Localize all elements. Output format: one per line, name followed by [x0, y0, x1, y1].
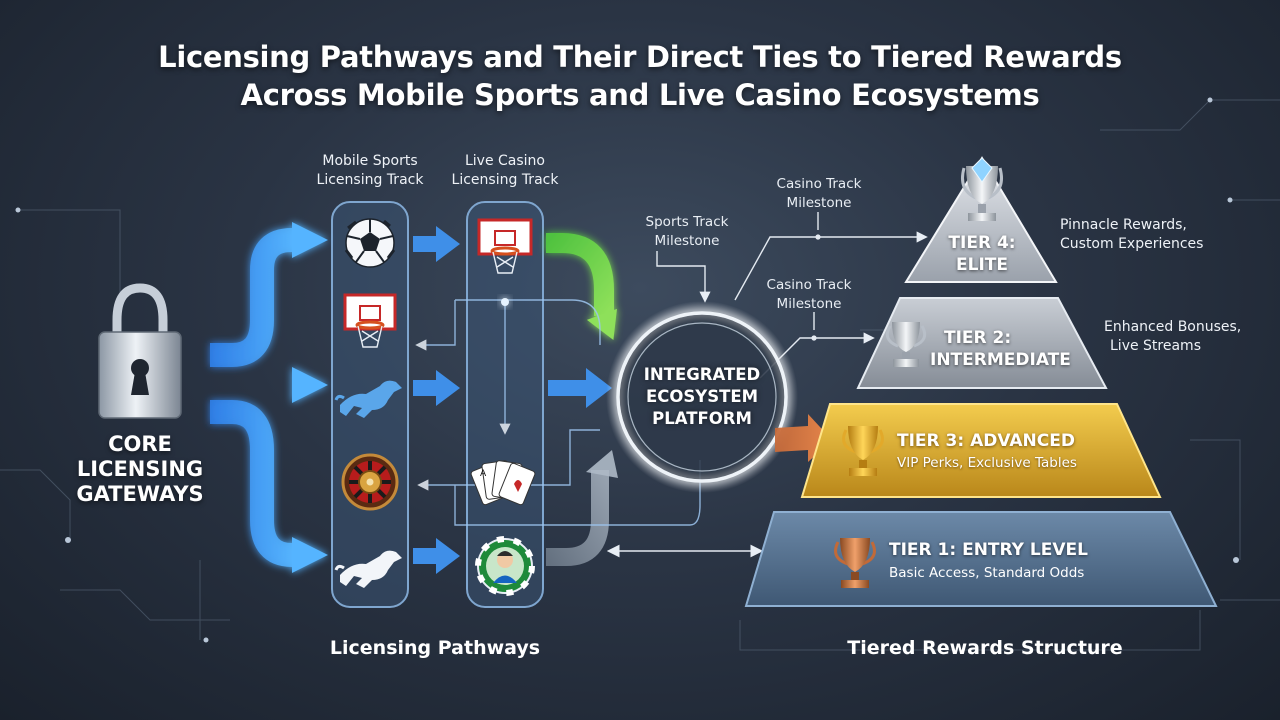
bronze-trophy-icon — [834, 538, 876, 588]
tier2-side-note: Enhanced Bonuses, Live Streams — [1104, 318, 1241, 356]
casino-track-header-line-2: Licensing Track — [451, 172, 559, 188]
tier4-note-line-1: Pinnacle Rewards, — [1060, 217, 1187, 233]
racehorse-icon — [334, 380, 402, 418]
tier1-description: Basic Access, Standard Odds — [889, 565, 1085, 581]
casino-track-milestone-mid-label: Casino Track Milestone — [754, 276, 864, 314]
tier2-note-line-1: Enhanced Bonuses, — [1104, 319, 1242, 335]
title-line-2: Across Mobile Sports and Live Casino Eco… — [240, 78, 1040, 112]
tier3-title: TIER 3: ADVANCED — [897, 431, 1075, 451]
sports-milestone-line-2: Milestone — [654, 233, 720, 249]
tier2-title-line-2: INTERMEDIATE — [930, 350, 1071, 370]
casino-milestone-top-line-2: Milestone — [786, 195, 852, 211]
licensing-pathways-caption: Licensing Pathways — [329, 637, 541, 659]
platform-label-line-2: ECOSYSTEM — [645, 387, 759, 406]
tiered-rewards-caption: Tiered Rewards Structure — [847, 637, 1123, 659]
playing-cards-icon: A — [470, 460, 536, 506]
tier1-title: TIER 1: ENTRY LEVEL — [889, 540, 1088, 560]
casino-track-milestone-top-label: Casino Track Milestone — [764, 175, 874, 213]
diamond-trophy-icon — [961, 157, 1003, 221]
tier3-block: TIER 3: ADVANCED VIP Perks, Exclusive Ta… — [897, 430, 1077, 472]
grey-flow-arrow — [546, 450, 618, 566]
casino-milestone-mid-line-2: Milestone — [776, 296, 842, 312]
tier4-side-note: Pinnacle Rewards, Custom Experiences — [1060, 216, 1203, 254]
background-dots — [15, 97, 1239, 643]
platform-label-line-3: PLATFORM — [652, 409, 752, 428]
casino-track-header: Live Casino Licensing Track — [438, 152, 572, 190]
basketball-hoop-icon — [343, 293, 397, 348]
platform-label-line-1: INTEGRATED — [643, 365, 761, 384]
tier4-title-line-1: TIER 4: — [948, 233, 1016, 253]
tier1-block: TIER 1: ENTRY LEVEL Basic Access, Standa… — [889, 539, 1088, 582]
soccer-ball-icon — [344, 218, 396, 268]
background-circuit-lines — [0, 99, 1280, 651]
sports-track-header-line-2: Licensing Track — [316, 172, 424, 188]
gold-trophy-icon — [842, 426, 884, 476]
tier4-title-line-2: ELITE — [956, 255, 1008, 275]
gateway-label-line-1: CORE — [108, 432, 172, 456]
green-flow-arrow — [546, 233, 617, 340]
casino-milestone-mid-line-1: Casino Track — [766, 277, 852, 293]
padlock-icon — [98, 283, 182, 419]
milestone-dots — [811, 234, 821, 341]
tier3-band — [800, 403, 1162, 498]
gateway-label-line-3: GATEWAYS — [76, 482, 204, 506]
tier4-title: TIER 4: ELITE — [932, 232, 1032, 276]
basketball-hoop-icon — [477, 218, 533, 274]
track-link-arrows — [413, 226, 612, 574]
tier4-note-line-2: Custom Experiences — [1060, 236, 1204, 252]
sports-milestone-line-1: Sports Track — [645, 214, 729, 230]
gateway-flow-arrows — [210, 222, 328, 573]
racehorse-icon — [334, 550, 402, 588]
casino-milestone-top-line-1: Casino Track — [776, 176, 862, 192]
integrated-platform-label: INTEGRATED ECOSYSTEM PLATFORM — [622, 364, 782, 430]
svg-text:A: A — [480, 469, 487, 479]
sports-track-header: Mobile Sports Licensing Track — [304, 152, 436, 190]
diagram-title: Licensing Pathways and Their Direct Ties… — [0, 38, 1280, 114]
tier2-band — [856, 297, 1108, 389]
tier3-description: VIP Perks, Exclusive Tables — [897, 455, 1077, 471]
integrated-platform-circle — [606, 301, 798, 493]
connector-node-dot — [501, 298, 509, 306]
gateway-label-line-2: LICENSING — [76, 457, 204, 481]
core-licensing-gateways-label: CORE LICENSING GATEWAYS — [62, 432, 218, 507]
casino-track-header-line-1: Live Casino — [464, 153, 545, 169]
live-dealer-chip-icon — [475, 536, 535, 596]
tier2-title: TIER 2: INTERMEDIATE — [930, 327, 1071, 371]
sports-track-header-line-1: Mobile Sports — [322, 153, 418, 169]
tier2-note-line-2: Live Streams — [1110, 338, 1201, 354]
tier2-title-line-1: TIER 2: — [944, 328, 1012, 348]
title-line-1: Licensing Pathways and Their Direct Ties… — [158, 40, 1122, 74]
silver-trophy-icon — [885, 322, 927, 367]
sports-track-milestone-label: Sports Track Milestone — [632, 213, 742, 251]
roulette-wheel-icon — [341, 453, 399, 511]
